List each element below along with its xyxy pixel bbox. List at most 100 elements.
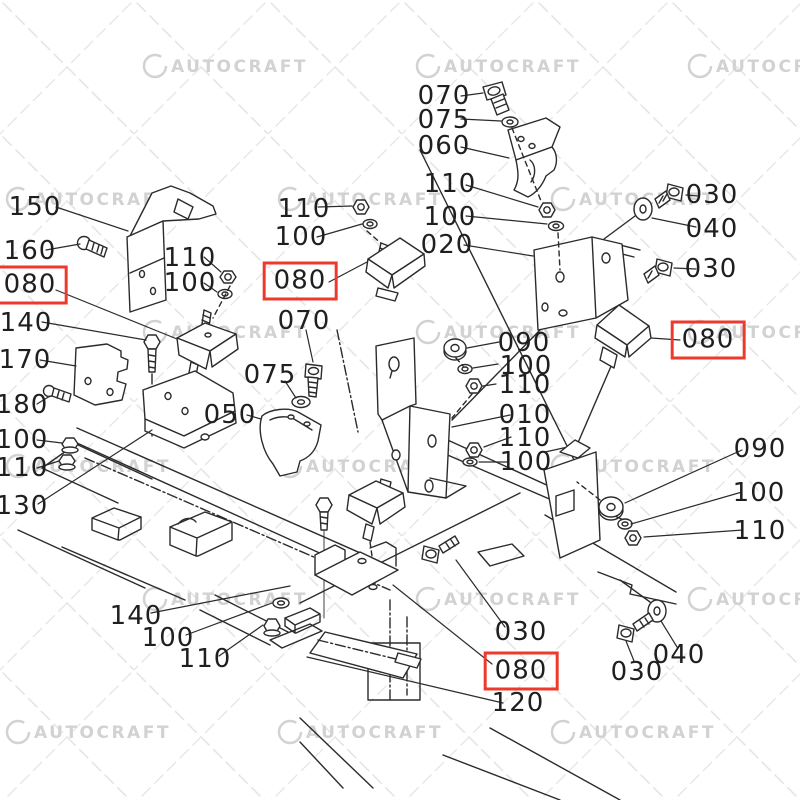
- autocraft-watermark: AUTOCRAFT: [5, 186, 171, 212]
- watermark-ring-icon: [415, 53, 441, 79]
- autocraft-watermark: AUTOCRAFT: [5, 719, 171, 745]
- leader-080-bottom: [392, 584, 493, 665]
- watermark-text: AUTOCRAFT: [579, 723, 716, 743]
- bracket-150: [126, 185, 217, 313]
- mount-080-right: [594, 304, 652, 369]
- leader-030-bottomright: [625, 640, 635, 662]
- watermark-text: AUTOCRAFT: [579, 457, 716, 477]
- bracket-010: [375, 337, 467, 499]
- watermark-text: AUTOCRAFT: [306, 457, 443, 477]
- leader-110-right: [643, 529, 744, 538]
- bracket-050: [259, 408, 322, 477]
- frame-crossmember-left: [91, 507, 525, 701]
- leader-020: [463, 244, 534, 257]
- autocraft-watermark: AUTOCRAFT: [142, 586, 305, 612]
- autocraft-watermark: AUTOCRAFT: [687, 586, 800, 612]
- washer-100-centerleft: [212, 285, 233, 319]
- nut-110-centerleft: [219, 270, 237, 284]
- nut-100-bottom: [272, 597, 290, 609]
- bolt-030-bottomright: [616, 612, 654, 643]
- leader-180: [36, 395, 51, 405]
- leader-070-center: [305, 329, 314, 363]
- leader-030-topright-2: [673, 267, 697, 270]
- bolt-070-center: [304, 363, 323, 398]
- watermark-text: AUTOCRAFT: [171, 57, 308, 77]
- watermark-text: AUTOCRAFT: [716, 323, 800, 343]
- autocraft-watermark: AUTOCRAFT: [415, 586, 581, 612]
- leader-160: [45, 243, 81, 251]
- bracket-120: [309, 541, 422, 679]
- bolt-030-bottomcenter: [421, 535, 460, 564]
- washer-100-center: [457, 363, 473, 375]
- watermark-ring-icon: [687, 586, 713, 612]
- leader-030-bottomcenter: [455, 559, 506, 628]
- watermark-text: AUTOCRAFT: [34, 723, 171, 743]
- watermark-ring-icon: [5, 453, 31, 479]
- leader-130: [37, 429, 153, 505]
- watermark-ring-icon: [550, 186, 576, 212]
- bolt-180: [42, 384, 72, 403]
- watermark-ring-icon: [142, 53, 168, 79]
- watermark-ring-icon: [277, 186, 303, 212]
- nut-110-left: [58, 454, 76, 471]
- watermark-text: AUTOCRAFT: [34, 190, 171, 210]
- bolt-030-topright-2: [643, 258, 673, 284]
- watermark-ring-icon: [415, 586, 441, 612]
- washer-100-right: [617, 518, 633, 530]
- washer-090-center: [443, 338, 467, 361]
- watermark-text: AUTOCRAFT: [716, 57, 800, 77]
- watermark-ring-icon: [5, 186, 31, 212]
- watermark-text: AUTOCRAFT: [716, 590, 800, 610]
- nut-110-right: [624, 530, 642, 546]
- autocraft-watermark: AUTOCRAFT: [687, 53, 800, 79]
- mount-080-bottom: [346, 478, 406, 571]
- leader-060: [460, 146, 510, 159]
- leader-040-bottom: [660, 620, 678, 648]
- watermark-ring-icon: [687, 53, 713, 79]
- watermark-text: AUTOCRAFT: [444, 590, 581, 610]
- leader-110-center: [482, 383, 497, 387]
- leader-070-top: [460, 92, 484, 97]
- bolt-140-bottom: [315, 497, 333, 619]
- autocraft-watermark: AUTOCRAFT: [550, 719, 716, 745]
- nut-100-left: [61, 437, 79, 454]
- bracket-020: [533, 236, 629, 331]
- leader-110-bottom: [218, 624, 264, 657]
- bracket-170: [73, 343, 129, 406]
- leader-100-centerleft: [203, 282, 218, 293]
- leader-100-center: [472, 363, 499, 369]
- leader-080-right: [650, 337, 681, 341]
- bolt-030-topright-1: [654, 183, 684, 209]
- leader-100-bottom: [185, 602, 273, 636]
- leader-080-left: [55, 289, 178, 340]
- washer-075-center: [291, 395, 311, 409]
- washer-040-top: [603, 197, 653, 240]
- autocraft-watermark: AUTOCRAFT: [142, 53, 308, 79]
- bracket-130: [142, 370, 237, 449]
- bolt-070-top: [482, 81, 510, 116]
- washer-100-topright: [547, 220, 565, 271]
- frame-bracket-right: [543, 439, 601, 559]
- leader-120: [306, 656, 504, 704]
- leader-140: [41, 321, 147, 341]
- washer-090-right: [576, 481, 624, 521]
- mount-080-left: [176, 309, 239, 382]
- leader-075-center: [284, 380, 297, 399]
- leader-050: [246, 414, 262, 420]
- leader-170: [39, 359, 77, 367]
- watermark-ring-icon: [142, 586, 168, 612]
- leader-lines: [36, 92, 744, 704]
- nut-110-center: [451, 357, 483, 419]
- leader-010: [451, 414, 511, 428]
- watermark-ring-icon: [415, 319, 441, 345]
- watermark-text: AUTOCRAFT: [444, 57, 581, 77]
- leader-140-bottom: [150, 585, 291, 614]
- watermark-ring-icon: [277, 719, 303, 745]
- nut-110-010: [465, 442, 483, 458]
- bracket-060: [507, 117, 561, 198]
- autocraft-watermark: AUTOCRAFT: [277, 186, 440, 212]
- leader-110-010: [483, 436, 512, 448]
- watermark-text: AUTOCRAFT: [306, 723, 443, 743]
- leader-110-centerleft: [203, 256, 222, 273]
